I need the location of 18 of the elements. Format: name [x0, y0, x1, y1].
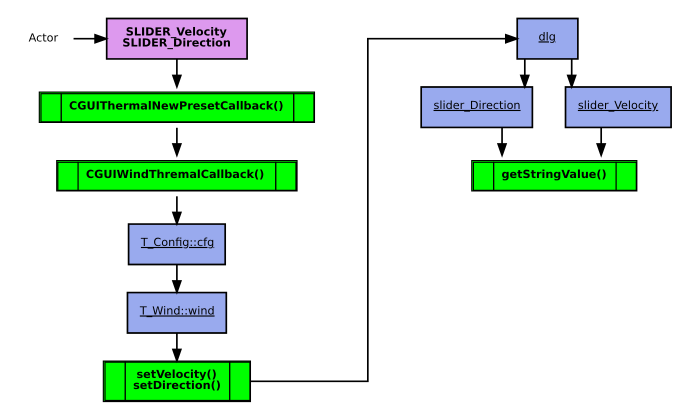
arrow — [172, 128, 182, 158]
node-text: Actor — [28, 32, 58, 45]
arrow — [596, 128, 606, 158]
node-box: slider_Velocity — [564, 86, 672, 128]
arrow — [566, 59, 577, 90]
arrow — [74, 34, 109, 44]
node-box: T_Config::cfg — [128, 223, 226, 266]
node-box: SLIDER_Velocity SLIDER_Direction — [106, 18, 248, 60]
node-box: T_Wind::wind — [126, 292, 228, 334]
arrow — [172, 333, 182, 364]
arrow — [172, 59, 182, 90]
arrow — [520, 59, 530, 90]
arrow — [172, 264, 182, 295]
node-box: dlg — [516, 18, 579, 60]
arrow — [172, 196, 182, 226]
node-box: slider_Direction — [420, 86, 534, 128]
arrow — [496, 128, 508, 158]
arrow — [250, 34, 520, 382]
